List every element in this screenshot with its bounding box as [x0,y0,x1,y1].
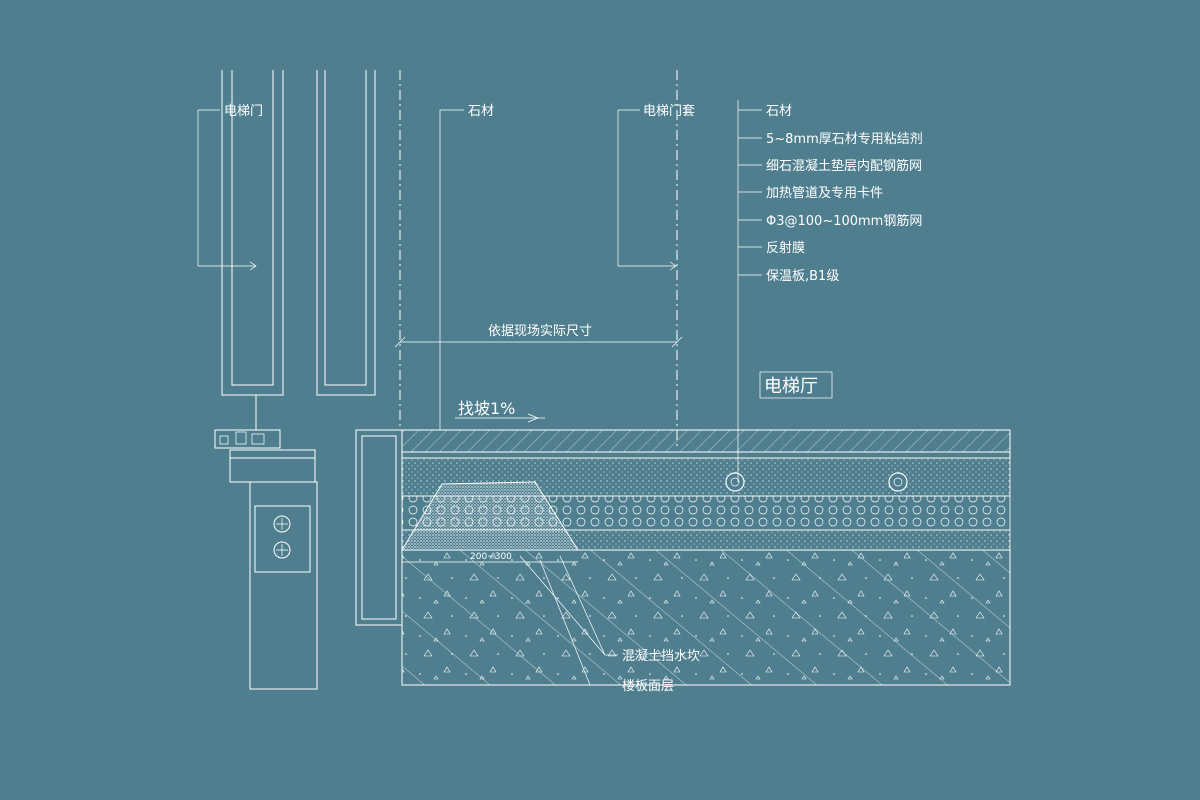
label-slab: 楼板面层 [622,679,674,694]
label-layer-5: 反射膜 [766,240,805,256]
floor-section [401,429,1011,686]
label-dimension: 依据现场实际尺寸 [488,324,592,339]
hall-label-frame [759,371,833,399]
left-callouts [197,109,677,430]
label-elevator-door: 电梯门 [224,104,263,119]
label-stone-left: 石材 [468,104,494,119]
label-layer-2: 细石混凝土垫层内配钢筋网 [766,158,922,174]
bolt-icon [273,515,291,533]
threshold-profile [355,429,403,626]
label-layer-1: 5~8mm厚石材专用粘结剂 [766,132,923,147]
label-width-note: 200~300 [470,552,512,562]
label-layer-4: Φ3@100~100mm钢筋网 [766,213,922,229]
label-layer-0: 石材 [766,104,792,119]
door-sill-mechanism [214,395,318,690]
heating-pipe-icon [888,472,908,492]
label-layer-6: 保温板,B1级 [766,269,839,284]
label-slope: 找坡1% [458,399,515,418]
layer-callouts [737,100,762,482]
heating-pipe-icon [725,472,745,492]
dimension-line [394,336,683,348]
slope-mark [455,413,545,423]
label-hall: 电梯厅 [764,376,818,397]
elevator-door-panels [221,70,376,396]
label-layer-3: 加热管道及专用卡件 [766,186,883,201]
label-door-frame: 电梯门套 [643,103,695,119]
bolt-icon [273,541,291,559]
reference-lines [399,70,678,450]
bottom-leaders [519,555,618,686]
label-concrete-block: 混凝土挡水坎 [622,648,700,664]
